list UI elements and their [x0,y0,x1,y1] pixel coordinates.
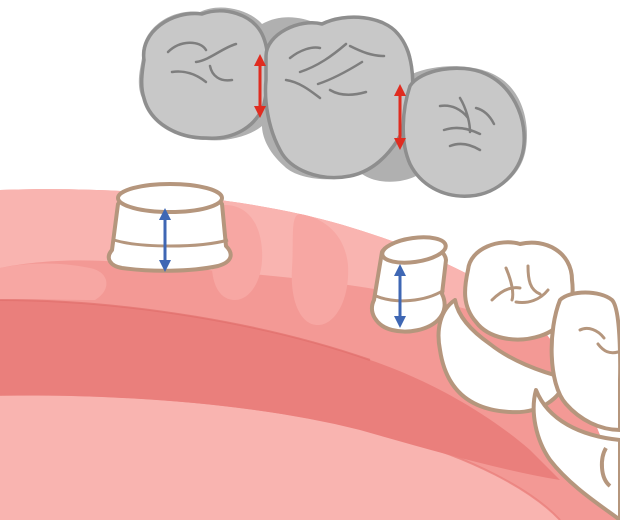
prepared-tooth-abutment-icon [106,182,233,273]
double-arrow-icon [159,54,406,328]
gum-tissue-icon [0,189,620,520]
prepared-premolar-abutment-icon [370,235,448,334]
dental-bridge-icon [138,7,527,198]
natural-molar-icon [436,240,620,520]
